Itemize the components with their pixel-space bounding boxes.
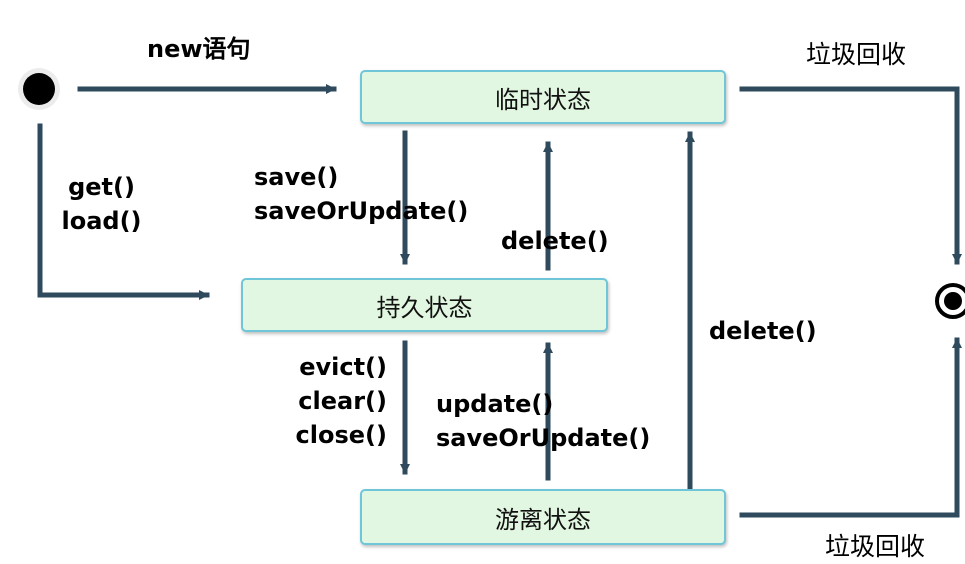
edge-garbage-top <box>739 86 962 265</box>
label-update-group: update() saveOrUpdate() <box>436 387 650 455</box>
label-load: load() <box>61 207 142 235</box>
label-evict: evict() <box>299 353 387 381</box>
state-persistent: 持久状态 <box>241 278 608 332</box>
label-garbage-bottom: 垃圾回收 <box>825 532 926 561</box>
label-save-or-update-2: saveOrUpdate() <box>436 424 651 452</box>
label-new-statement: new语句 <box>147 35 251 63</box>
label-delete-2: delete() <box>709 317 817 345</box>
state-transient: 临时状态 <box>360 70 726 124</box>
label-save: save() <box>254 163 339 191</box>
final-node <box>935 283 965 319</box>
label-update: update() <box>436 390 554 418</box>
label-garbage-top: 垃圾回收 <box>806 40 907 69</box>
label-clear: clear() <box>298 387 387 415</box>
label-get: get() <box>68 173 135 201</box>
label-close: close() <box>295 421 387 449</box>
label-save-or-update-1: saveOrUpdate() <box>254 197 469 225</box>
label-delete-1: delete() <box>501 227 609 255</box>
label-get-load: get() load() <box>54 170 149 238</box>
label-evict-group: evict() clear() close() <box>270 350 387 452</box>
edge-garbage-bottom <box>739 337 962 518</box>
edge-get-load <box>37 123 210 300</box>
initial-node <box>18 68 60 110</box>
state-detached: 游离状态 <box>360 489 726 545</box>
label-save-group: save() saveOrUpdate() <box>254 160 468 228</box>
